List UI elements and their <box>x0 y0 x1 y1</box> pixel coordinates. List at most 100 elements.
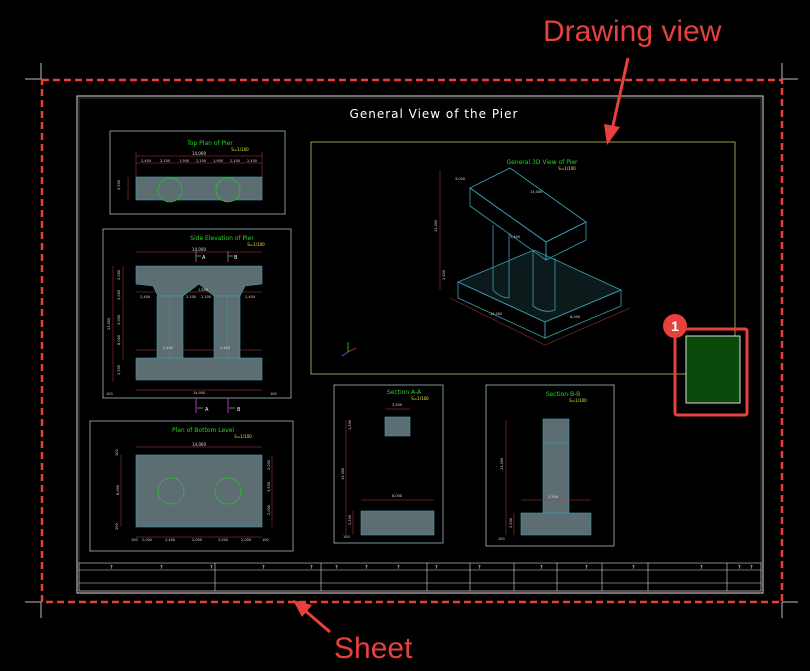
view-title: Top Plan of Pier <box>186 140 233 147</box>
title-field: ? <box>540 565 543 571</box>
sheet-title: General View of the Pier <box>350 107 519 121</box>
dim-label: 3,500 <box>548 495 558 499</box>
dim-label: 3,500 <box>267 482 271 492</box>
selected-view-thumbnail[interactable] <box>685 335 741 404</box>
dim-label: 100 <box>115 523 119 530</box>
view-title: Plan of Bottom Level <box>172 427 234 434</box>
thumbnail-highlight-box <box>673 327 749 417</box>
footing-section <box>360 510 435 536</box>
view-scale: S=1/100 <box>234 434 252 439</box>
view-top-plan[interactable]: Top Plan of Pier S=1/100 14,000 2,450 2,… <box>109 130 286 215</box>
section-marker-a-bottom[interactable]: A <box>195 398 209 413</box>
cap-section <box>384 416 411 437</box>
section-marker-b-bottom[interactable]: B <box>227 398 241 413</box>
title-field: ? <box>262 565 265 571</box>
title-field: ? <box>632 565 635 571</box>
title-field: ? <box>397 565 400 571</box>
title-field: ? <box>585 565 588 571</box>
arrow-drawing-view <box>604 57 630 145</box>
view-section-b[interactable]: Section B-B S=1/100 13,000 3,500 2,500 1… <box>485 384 615 547</box>
dim-label: 2,000 <box>241 538 251 542</box>
dim-label: 3,000 <box>117 315 121 325</box>
column-circle <box>215 177 241 203</box>
dim-label: 14,000 <box>490 312 502 316</box>
dim-label: 2,450 <box>141 159 151 163</box>
dim-label: 14,000 <box>192 247 206 252</box>
column-section <box>542 442 570 514</box>
dim-label: 2,100 <box>160 159 170 163</box>
dim-label: 100 <box>131 538 138 542</box>
title-field: ? <box>335 565 338 571</box>
dim-label: 8,000 <box>392 494 402 498</box>
title-field: ? <box>365 565 368 571</box>
dim-label: 2,100 <box>201 295 211 299</box>
column-circle <box>157 477 185 505</box>
dim-label: 2,400 <box>140 295 150 299</box>
dim-label: 100 <box>106 392 113 396</box>
arrow-sheet <box>293 600 331 634</box>
dim-label: 2,400 <box>165 538 175 542</box>
title-field: ? <box>738 565 741 571</box>
dim-label: 2,000 <box>267 460 271 470</box>
dim-label: 2,400 <box>245 295 255 299</box>
dim-label: 2,500 <box>348 515 352 525</box>
view-scale: S=1/100 <box>247 242 265 247</box>
dim-label: 13,000 <box>500 458 504 470</box>
pier-top-outline <box>135 176 263 201</box>
dim-label: 3,000 <box>117 290 121 300</box>
dim-label: 2,400 <box>510 235 520 239</box>
dim-label: 2,000 <box>192 538 202 542</box>
pier-cap <box>135 265 263 297</box>
pier-3d-model <box>457 167 622 339</box>
section-marker-a-top[interactable]: A <box>195 251 206 262</box>
view-3d[interactable]: General 3D View of Pier S=1/100 14,000 3… <box>310 141 736 375</box>
dim-label: 14,000 <box>530 190 542 194</box>
dim-label: 13,000 <box>341 468 345 480</box>
title-field: ? <box>435 565 438 571</box>
dim-label: 2,000 <box>142 538 152 542</box>
dim-label: 8,000 <box>116 485 120 495</box>
view-plan-bottom[interactable]: Plan of Bottom Level S=1/100 14,000 8,00… <box>89 420 294 552</box>
svg-text:A: A <box>202 255 206 261</box>
view-scale: S=1/100 <box>558 166 576 171</box>
column-circle <box>214 477 242 505</box>
title-block[interactable] <box>78 562 762 592</box>
dim-label: 2,500 <box>509 518 513 528</box>
dim-label: 100 <box>498 537 505 541</box>
title-field: ? <box>478 565 481 571</box>
pier-footing <box>135 357 263 381</box>
svg-text:A: A <box>205 407 209 413</box>
title-field: ? <box>750 565 753 571</box>
dim-label: 2,100 <box>186 295 196 299</box>
dim-label: 1,800 <box>198 288 208 292</box>
dim-label: 1,900 <box>213 159 223 163</box>
footing-section <box>520 512 592 536</box>
drawing-view-label: Drawing view <box>543 15 722 48</box>
dim-label: 14,000 <box>192 442 206 447</box>
view-title: Section A-A <box>387 389 422 396</box>
view-section-a[interactable]: Section A-A S=1/100 3,500 13,000 8,000 2… <box>333 384 444 544</box>
sheet-highlight-box <box>40 78 784 604</box>
dim-top-total: 14,000 <box>192 151 206 156</box>
dim-label: 2,450 <box>247 159 257 163</box>
dim-label: 8,000 <box>117 335 121 345</box>
dim-label: 2,000 <box>117 270 121 280</box>
title-field: ? <box>110 565 113 571</box>
dim-label: 2,400 <box>163 346 173 350</box>
sheet-label: Sheet <box>334 632 413 665</box>
dim-label: 14,000 <box>193 391 205 395</box>
ucs-icon <box>341 342 357 357</box>
dim-label: 2,000 <box>267 505 271 515</box>
dim-label: 8,000 <box>570 315 580 319</box>
dim-label: 3,500 <box>117 180 121 190</box>
dim-label: 2,500 <box>117 365 121 375</box>
view-scale: S=1/100 <box>411 396 429 401</box>
view-side-elevation[interactable]: Side Elevation of Pier S=1/100 14,000 A … <box>102 228 292 413</box>
dim-label: 3,500 <box>218 538 228 542</box>
title-field: ? <box>310 565 313 571</box>
step-badge: 1 <box>663 314 687 338</box>
svg-text:B: B <box>234 255 238 261</box>
view-title: Side Elevation of Pier <box>190 235 254 242</box>
section-marker-b-top[interactable]: B <box>227 251 238 262</box>
